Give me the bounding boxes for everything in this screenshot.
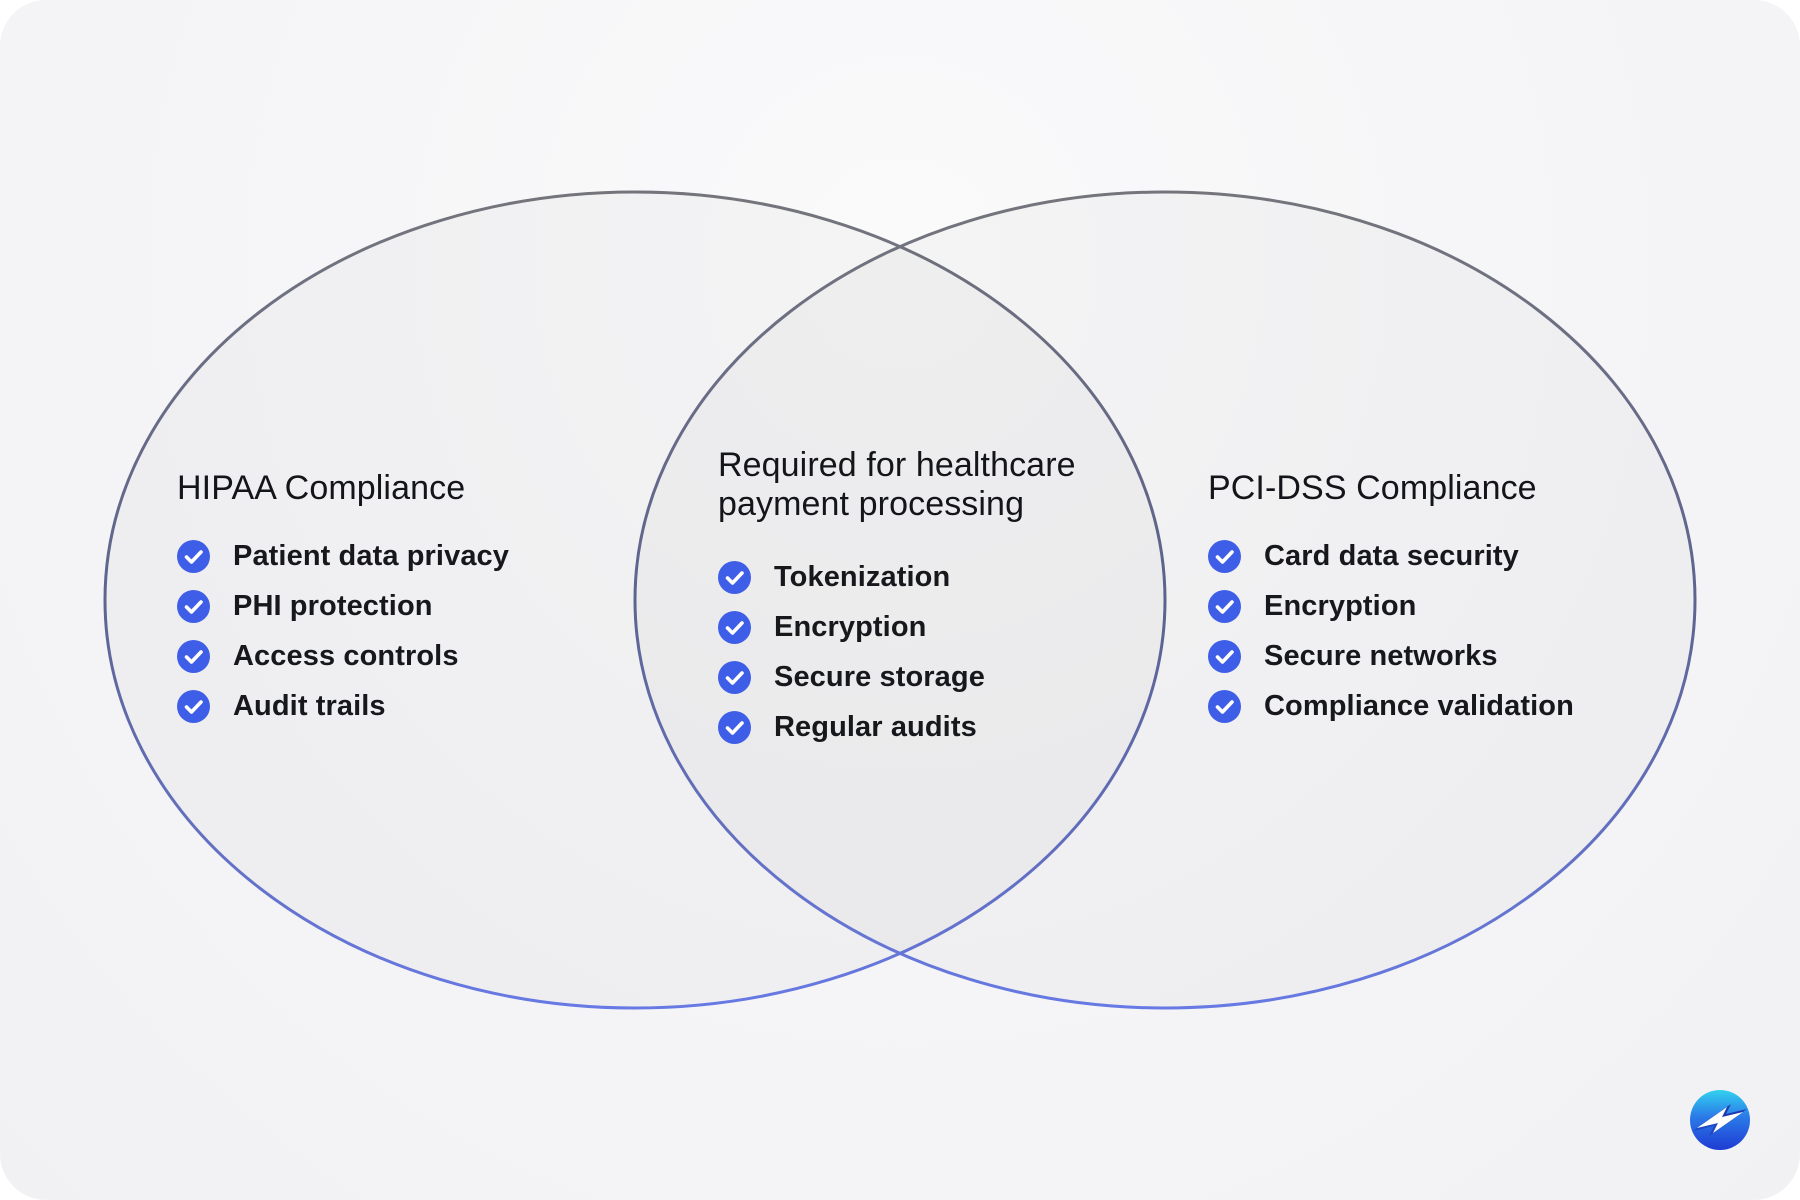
list-item: Card data security	[1208, 531, 1678, 581]
item-label: Compliance validation	[1264, 689, 1574, 722]
item-label: Tokenization	[774, 560, 951, 593]
item-label: Encryption	[774, 610, 927, 643]
item-label: Access controls	[233, 639, 459, 672]
check-icon	[1208, 689, 1241, 723]
item-label: Card data security	[1264, 539, 1519, 572]
lightning-bolt-logo	[1690, 1090, 1750, 1150]
list-item: Tokenization	[718, 552, 1133, 602]
check-icon	[1208, 589, 1241, 623]
check-icon	[177, 689, 210, 723]
right-set-list: Card data security Encryption Secure net…	[1208, 531, 1678, 731]
item-label: Secure networks	[1264, 639, 1498, 672]
check-icon	[718, 560, 751, 594]
item-label: Audit trails	[233, 689, 386, 722]
list-item: Encryption	[1208, 581, 1678, 631]
item-label: PHI protection	[233, 589, 433, 622]
check-icon	[718, 660, 751, 694]
list-item: Secure networks	[1208, 631, 1678, 681]
item-label: Patient data privacy	[233, 539, 509, 572]
check-icon	[718, 610, 751, 644]
list-item: Secure storage	[718, 652, 1133, 702]
item-label: Secure storage	[774, 660, 985, 693]
list-item: Regular audits	[718, 702, 1133, 752]
check-icon	[718, 710, 751, 744]
intersection-list: Tokenization Encryption Secure storage R…	[718, 552, 1133, 752]
list-item: Audit trails	[177, 681, 607, 731]
intersection-region: Required for healthcare payment processi…	[718, 446, 1133, 752]
right-set-region: PCI-DSS Compliance Card data security En…	[1208, 468, 1678, 731]
check-icon	[177, 589, 210, 623]
check-icon	[1208, 639, 1241, 673]
check-icon	[177, 639, 210, 673]
left-set-region: HIPAA Compliance Patient data privacy PH…	[177, 468, 607, 731]
list-item: Compliance validation	[1208, 681, 1678, 731]
right-set-title: PCI-DSS Compliance	[1208, 469, 1537, 507]
list-item: PHI protection	[177, 581, 607, 631]
right-circle	[633, 190, 1697, 1010]
left-set-list: Patient data privacy PHI protection Acce…	[177, 531, 607, 731]
list-item: Encryption	[718, 602, 1133, 652]
check-icon	[177, 539, 210, 573]
left-set-title: HIPAA Compliance	[177, 469, 466, 507]
item-label: Regular audits	[774, 710, 977, 743]
left-circle	[103, 190, 1167, 1010]
check-icon	[1208, 539, 1241, 573]
list-item: Access controls	[177, 631, 607, 681]
item-label: Encryption	[1264, 589, 1417, 622]
intersection-title: Required for healthcare payment processi…	[718, 446, 1076, 523]
list-item: Patient data privacy	[177, 531, 607, 581]
